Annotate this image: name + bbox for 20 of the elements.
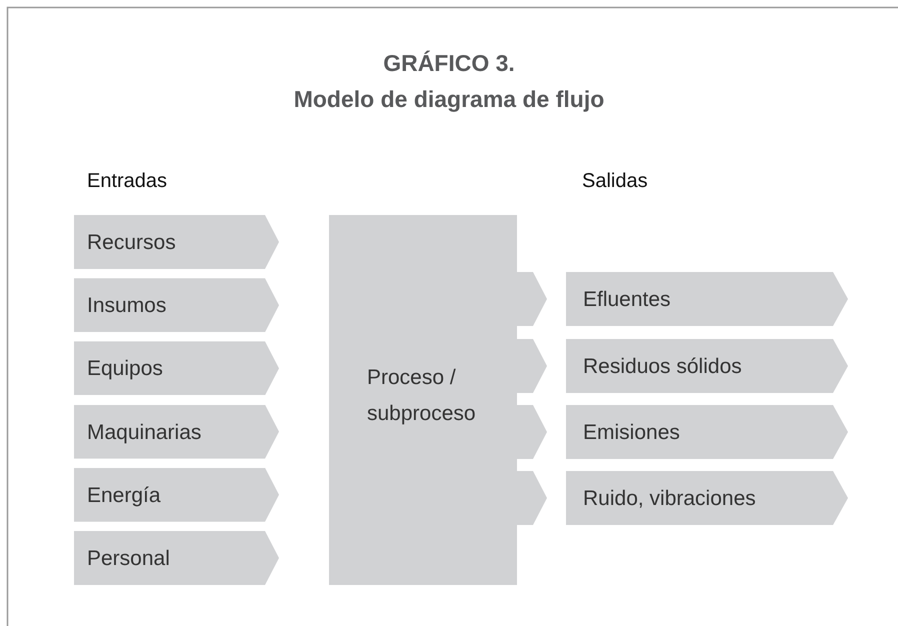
process-label: Proceso / subproceso (367, 365, 477, 427)
process-box (329, 215, 517, 585)
output-arrow (517, 272, 547, 326)
output-arrow (517, 471, 547, 525)
figure-subtitle: Modelo de diagrama de flujo (292, 86, 606, 113)
input-label: Maquinarias (87, 420, 202, 446)
output-label: Emisiones (583, 420, 680, 446)
column-heading: Entradas (87, 170, 168, 193)
output-arrow (517, 339, 547, 393)
input-label: Recursos (87, 230, 176, 256)
input-label: Insumos (87, 293, 166, 320)
input-label: Equipos (87, 356, 163, 382)
input-label: Personal (87, 546, 170, 572)
output-label: Efluentes (583, 287, 671, 313)
output-label: Ruido, vibraciones (583, 486, 756, 512)
output-arrow (517, 405, 547, 459)
column-heading: Salidas (582, 170, 648, 193)
output-label: Residuos sólidos (583, 354, 742, 380)
input-label: Energía (87, 482, 161, 509)
figure-title: GRÁFICO 3. (382, 50, 516, 77)
